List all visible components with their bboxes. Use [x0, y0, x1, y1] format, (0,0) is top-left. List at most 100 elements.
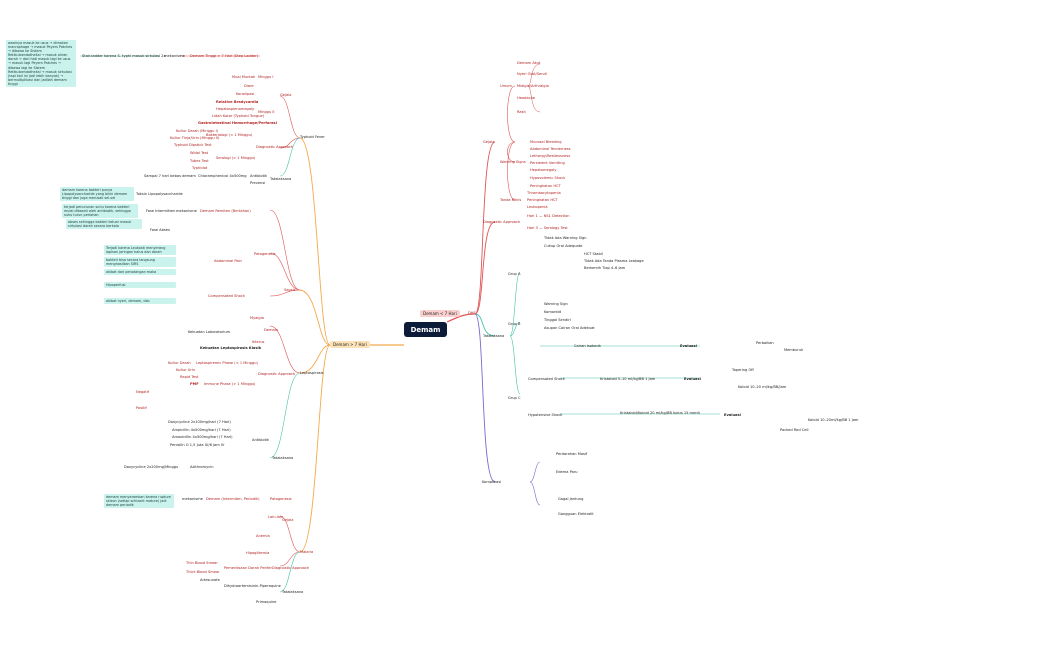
lepto-ab-item: Amoxicillin 4x500mg/hari (7 Hari): [172, 435, 233, 439]
dhf-komplikasi-item: Gangguan Elektrolit: [558, 512, 594, 516]
lepto-phase: Leptospiremic Phase (< 1 Minggu): [196, 361, 258, 365]
sepsis-pato: Patogenesis: [254, 252, 276, 256]
dhf-grup-b: Grup B: [508, 322, 521, 326]
typhoid-mg2-item: Gastrointestinal Hemorrhage/Perforasi: [198, 121, 277, 125]
connector: [279, 515, 301, 553]
malaria-treat: Dihydroartemisinin-Piperaquine: [224, 584, 281, 588]
dhf-grup-a-item: Tidak Ada Tanda Plasma Leakage: [584, 259, 644, 263]
lepto-phase-item: PMF: [190, 382, 199, 386]
connector: [446, 313, 476, 323]
dhf-evaluasi: Evaluasi: [724, 413, 741, 417]
dhf-grup-a-item: Cukup Oral Adequate: [544, 244, 583, 248]
connector: [269, 372, 301, 459]
dhf-compensated: Compensated Shock: [528, 377, 565, 381]
typhoid-treat: Chloramphenicol 4x500mg: [198, 174, 247, 178]
connector: [279, 551, 301, 567]
malaria-title[interactable]: Malaria: [300, 550, 314, 554]
malaria-diag: Diagnostic Approach: [272, 566, 310, 570]
typhoid-serologi: Serologi (> 1 Minggu): [216, 156, 256, 160]
central-node[interactable]: Demam: [404, 322, 447, 337]
malaria-item: Anemia: [256, 534, 270, 538]
branch-right-label: Demam < 7 Hari: [423, 311, 457, 316]
connector: [474, 141, 496, 315]
typhoid-minggu1: Minggu I: [258, 75, 274, 79]
sepsis-label: Toksin Lipopolysaccharide: [136, 192, 183, 196]
typhoid-diag: Diagnostic Approach: [256, 145, 294, 149]
connector: [279, 551, 301, 593]
typhoid-title[interactable]: Typhoid Fever: [300, 135, 325, 139]
typhoid-mg1-item: Diare: [244, 84, 254, 88]
dhf-warn-item: Peningkatan HCT: [530, 184, 561, 188]
malaria-item: Lain-lain: [268, 515, 284, 519]
dhf-umum-item: Mialgia/Arthralgia: [517, 84, 549, 88]
dhf-grup-c: Grup C: [508, 396, 521, 400]
malaria-treat: Artesunate: [200, 578, 220, 582]
dhf-komplikasi-item: Edema Paru: [556, 470, 578, 474]
dhf-label: DHF: [468, 311, 476, 315]
malaria-diag-item: Thin Blood Smear: [186, 561, 218, 565]
connector: [509, 335, 521, 395]
dhf-komplikasi-item: Gagal Jantung: [558, 497, 584, 501]
typhoid-mg2-item: Lidah Kotor (Typhoid Tongue): [212, 114, 265, 118]
connector: [509, 321, 521, 337]
dhf-grup-b-item: Warning Sign: [544, 302, 568, 306]
dhf-gejala[interactable]: Gejala: [483, 140, 495, 144]
dhf-komplikasi-item: Perdarahan Masif: [556, 452, 588, 456]
lepto-ab-item: Doxycycline 2x100mg/hari (7 Hari): [168, 420, 231, 424]
connector: [269, 209, 301, 291]
typhoid-diag-item: Typhoid Dipstick Test: [174, 143, 212, 147]
typhoid-diag-item: Widal Test: [190, 151, 209, 155]
typhoid-mg1-item: Konstipasi: [236, 92, 255, 96]
dhf-warn-item: Lethargy/Restlessness: [530, 154, 571, 158]
dhf-warn-item: Mucosal Bleeding: [530, 140, 562, 144]
sepsis-box: akibat dari peradangan maka: [104, 269, 176, 276]
connector: [269, 325, 301, 374]
connector: [269, 252, 301, 291]
connector: [474, 313, 496, 483]
dhf-hypotensive-item: Kristaloid/Koloid 20 ml/kg/BB bolus 15 m…: [620, 411, 700, 415]
sepsis-compensated: Compensated Shock: [208, 294, 245, 298]
typhoid-minggu2: Minggu II: [258, 110, 275, 114]
dhf-perbaikan: Perbaikan: [756, 341, 774, 345]
connector: [509, 271, 521, 337]
dhf-komplikasi[interactable]: Komplikasi: [482, 480, 502, 484]
typhoid-stair-label: Demam Tinggi > 7 Hari (Step Ladder): [190, 54, 259, 58]
dhf-tatalaksana[interactable]: Tatalaksana: [483, 334, 505, 338]
lepto-prev-item: Azithromycin: [190, 465, 214, 469]
dhf-klinis-item: Thrombocytopenia: [527, 191, 561, 195]
sepsis-title[interactable]: Sepsis: [284, 288, 296, 292]
lepto-criteria: Myalgia: [250, 316, 264, 320]
lepto-title[interactable]: Leptospirosis: [300, 371, 324, 375]
dhf-umum-item: Demam Akut: [517, 61, 541, 65]
connector: [527, 63, 541, 87]
dhf-evaluasi: Evaluasi: [684, 377, 701, 381]
sepsis-box: terjadi penurunan suhu karena bakteri mu…: [62, 204, 138, 219]
typhoid-diag-item: Tubex Test: [190, 159, 209, 163]
branch-right[interactable]: Demam < 7 Hari: [420, 310, 460, 317]
connector: [507, 85, 516, 143]
typhoid-mg2-item: Hepatosplenomegaly: [216, 107, 255, 111]
connector: [527, 85, 541, 113]
lepto-diag: Diagnostic Approach: [258, 372, 296, 376]
sepsis-path: Abdominal Pain: [214, 259, 242, 263]
connector: [474, 313, 496, 337]
lepto-titer: Negatif: [136, 390, 150, 394]
connector: [299, 344, 331, 553]
lepto-ab-item: Penisilin G 1,5 Juta IU/6 jam IV: [170, 443, 225, 447]
dhf-umum-item: Rash: [517, 110, 526, 114]
connector: [474, 221, 496, 315]
sepsis-box: Hipoperfusi: [104, 282, 176, 289]
sepsis-box: abses sehingga bakteri keluar masuk sirk…: [66, 219, 142, 230]
dhf-compensated-item: Kristaloid 5–10 ml/kg/BB 1 Jam: [600, 377, 656, 381]
connector: [279, 137, 301, 149]
dhf-warn-item: Hypovolemic Shock: [530, 176, 566, 180]
dhf-diag[interactable]: Diagnostic Approach: [483, 220, 521, 224]
malaria-gejala: Gejala: [282, 518, 294, 522]
lepto-phase-item: Kultur Urin: [176, 368, 196, 372]
malaria-item: Hipoglikemia: [246, 551, 270, 555]
typhoid-diag-item: Kultur Tinja/Urin (Minggu II): [170, 136, 220, 140]
connector: [299, 289, 331, 346]
branch-left[interactable]: Demam > 7 Hari: [330, 341, 370, 348]
dhf-umum-item: Headache: [517, 96, 536, 100]
malaria-diag-item: Thick Blood Smear: [186, 570, 220, 574]
